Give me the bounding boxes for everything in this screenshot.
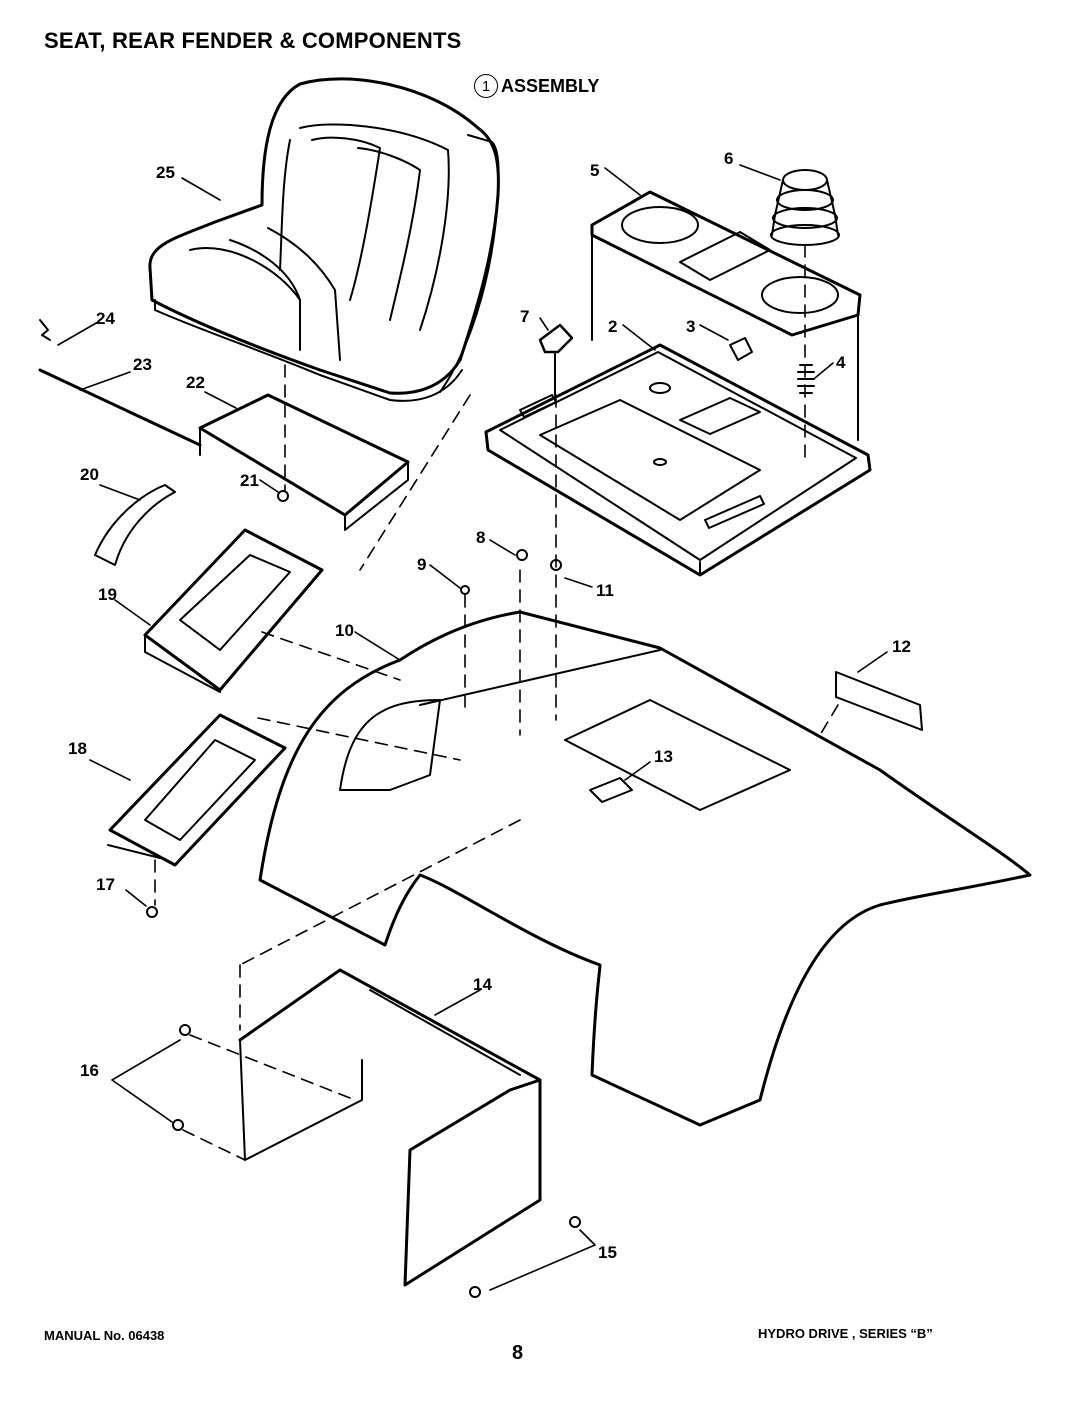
- callout-10: 10: [335, 621, 354, 640]
- callout-21: 21: [240, 471, 259, 490]
- callout-16: 16: [80, 1061, 99, 1080]
- callout-5: 5: [590, 161, 599, 180]
- alignment-lines: [154, 244, 839, 1161]
- series-label: HYDRO DRIVE , SERIES “B”: [758, 1326, 933, 1341]
- callout-13: 13: [654, 747, 673, 766]
- callout-3: 3: [686, 317, 695, 336]
- bracket-part: [198, 393, 410, 531]
- callout-25: 25: [156, 163, 175, 182]
- callout-18: 18: [68, 739, 87, 758]
- callout-14: 14: [473, 975, 492, 994]
- rear-fender-part: [258, 610, 1032, 1127]
- rod-and-clip-parts: [38, 319, 202, 447]
- callout-6: 6: [724, 149, 733, 168]
- callout-7: 7: [520, 307, 529, 326]
- callout-17: 17: [96, 875, 115, 894]
- assembly-heading: 1 ASSEMBLY: [474, 72, 599, 100]
- callout-12: 12: [892, 637, 911, 656]
- manual-number: MANUAL No. 06438: [44, 1328, 165, 1343]
- callout-15: 15: [598, 1243, 617, 1262]
- callout-20: 20: [80, 465, 99, 484]
- latch-and-spring-parts: [729, 337, 815, 394]
- callout-8: 8: [476, 528, 485, 547]
- support-bracket-part: [238, 968, 542, 1287]
- decal-part: [835, 671, 923, 731]
- seat-pan-part: [484, 343, 872, 577]
- bellows-boot-part: [770, 169, 840, 246]
- pad-part: [94, 484, 176, 566]
- leader-lines: [57, 164, 888, 1291]
- screw-hardware: [146, 490, 581, 1298]
- seat-part: [148, 77, 500, 402]
- callout-11: 11: [596, 581, 614, 600]
- callout-19: 19: [98, 585, 117, 604]
- shift-panel-upper-part: [143, 528, 324, 693]
- shift-panel-lower-part: [107, 713, 287, 867]
- assembly-number-circle: 1: [474, 74, 498, 98]
- page-title: SEAT, REAR FENDER & COMPONENTS: [44, 28, 462, 53]
- callout-22: 22: [186, 373, 205, 392]
- callout-23: 23: [133, 355, 152, 374]
- assembly-label: ASSEMBLY: [501, 75, 600, 96]
- callout-9: 9: [417, 555, 426, 574]
- console-part: [590, 190, 862, 441]
- callout-2: 2: [608, 317, 617, 336]
- callout-24: 24: [96, 309, 115, 328]
- knob-part: [538, 323, 574, 396]
- page-number: 8: [512, 1342, 524, 1364]
- callout-4: 4: [836, 353, 846, 372]
